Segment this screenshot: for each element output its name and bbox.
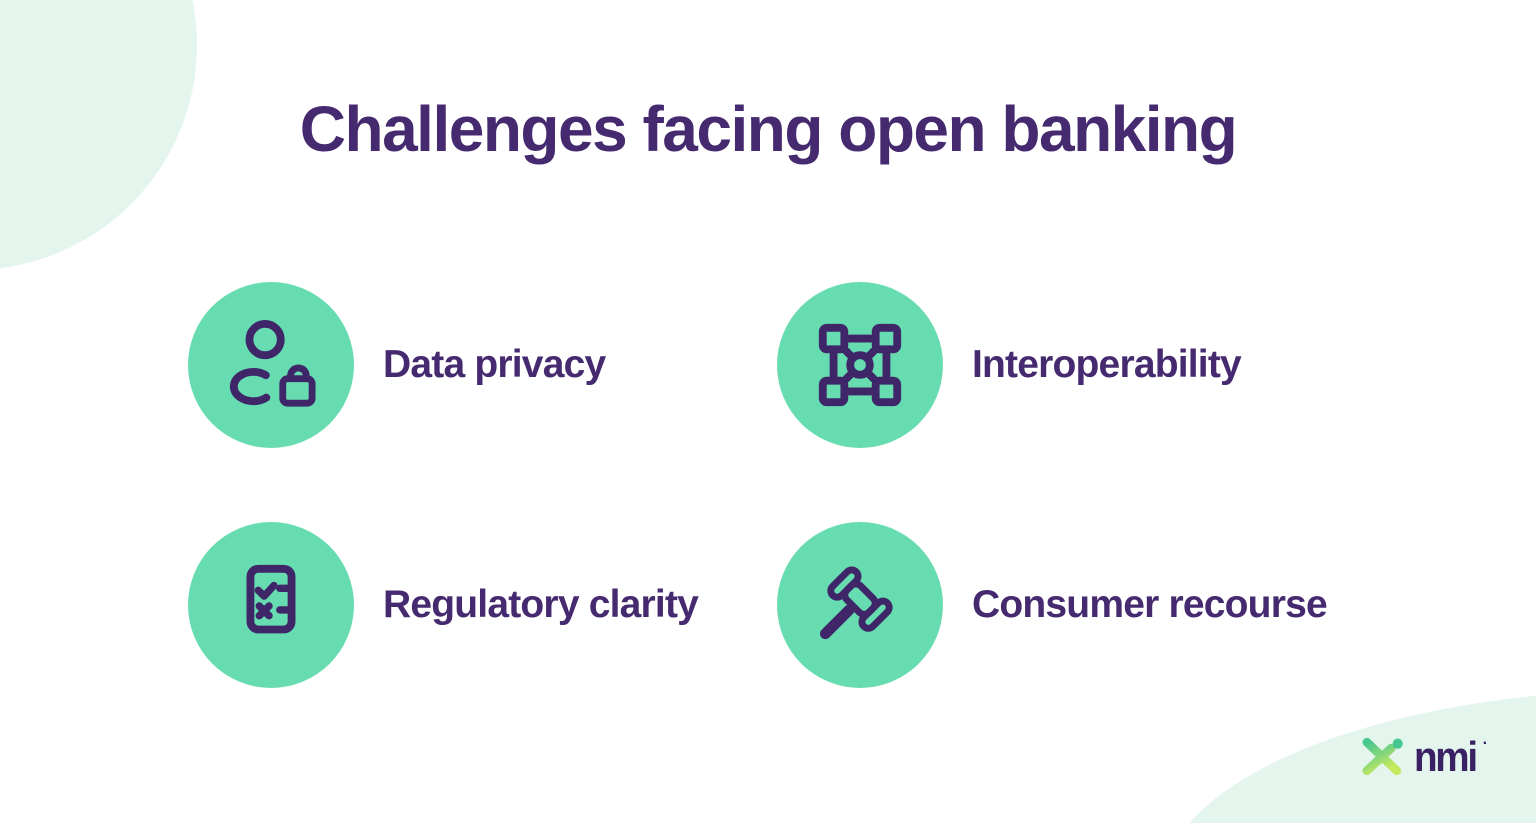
icon-badge [777,522,943,688]
person-lock-icon [229,319,316,407]
gavel-icon [819,566,893,640]
challenge-label: Consumer recourse [972,583,1328,626]
challenge-label: Data privacy [383,343,606,386]
icon-badge [777,282,943,448]
challenge-item-regulatory-clarity: Regulatory clarity [188,522,699,688]
nmi-logo-mark-icon [1362,737,1403,776]
nmi-logo-text: nmi [1413,732,1478,780]
challenge-label: Interoperability [972,343,1242,386]
challenge-label: Regulatory clarity [383,583,699,626]
nmi-logo: nmi · [1360,732,1488,780]
challenge-item-consumer-recourse: Consumer recourse [777,522,1328,688]
checklist-icon [246,564,296,634]
challenge-item-interoperability: Interoperability [777,282,1242,448]
challenge-item-data-privacy: Data privacy [188,282,606,448]
page-title: Challenges facing open banking [299,93,1238,165]
network-nodes-icon [818,323,902,407]
icon-badge [188,522,354,688]
trademark-dot: · [1482,735,1488,752]
icon-badge [188,282,354,448]
